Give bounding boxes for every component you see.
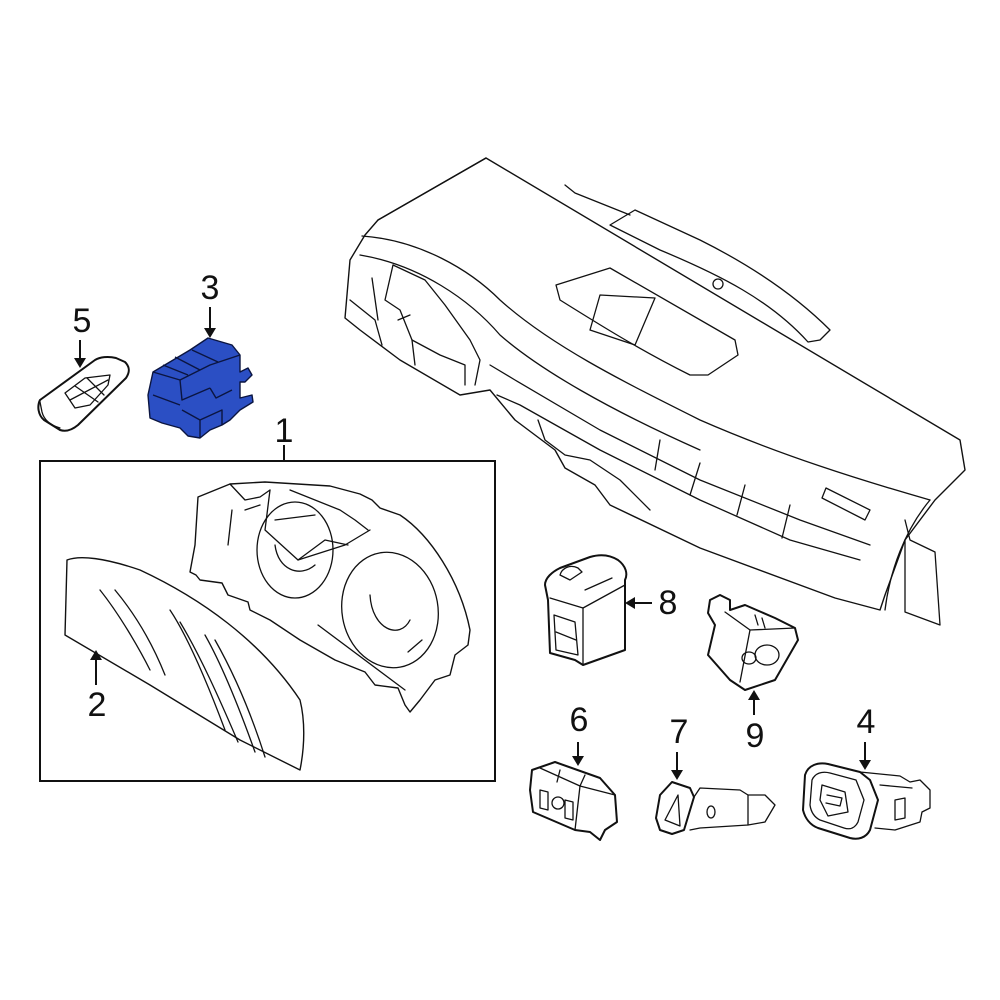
hazard-switch-part[interactable] xyxy=(655,781,776,835)
callout-5-arrow xyxy=(74,340,86,368)
callout-6-label[interactable]: 6 xyxy=(569,701,589,739)
push-switch-part[interactable] xyxy=(544,554,628,666)
callout-2-arrow xyxy=(90,650,102,685)
multi-button-switch-part[interactable] xyxy=(529,761,618,841)
callout-6-arrow xyxy=(572,742,584,766)
callout-3-label[interactable]: 3 xyxy=(200,269,220,307)
callout-8-arrow xyxy=(625,597,652,609)
callout-2-label[interactable]: 2 xyxy=(87,686,107,724)
callout-8-label[interactable]: 8 xyxy=(658,584,678,622)
cluster-lens-part[interactable] xyxy=(64,557,305,771)
ignition-socket-part[interactable] xyxy=(707,594,799,691)
callout-1-label[interactable]: 1 xyxy=(274,412,294,450)
callout-4-label[interactable]: 4 xyxy=(856,703,876,741)
cluster-assembly-box[interactable] xyxy=(39,445,496,782)
callout-4-arrow xyxy=(859,742,871,770)
dashboard-panel xyxy=(344,157,966,626)
callout-7-label[interactable]: 7 xyxy=(669,713,689,751)
window-switch-part[interactable] xyxy=(802,762,931,840)
callout-5-label[interactable]: 5 xyxy=(72,302,92,340)
key-fob-remote-part[interactable] xyxy=(37,355,130,432)
callout-7-arrow xyxy=(671,752,683,780)
cluster-housing-part[interactable] xyxy=(189,481,471,713)
control-module-part[interactable] xyxy=(147,337,254,439)
callout-9-label[interactable]: 9 xyxy=(745,717,765,755)
callout-9-arrow xyxy=(748,690,760,715)
callout-3-arrow xyxy=(204,307,216,338)
